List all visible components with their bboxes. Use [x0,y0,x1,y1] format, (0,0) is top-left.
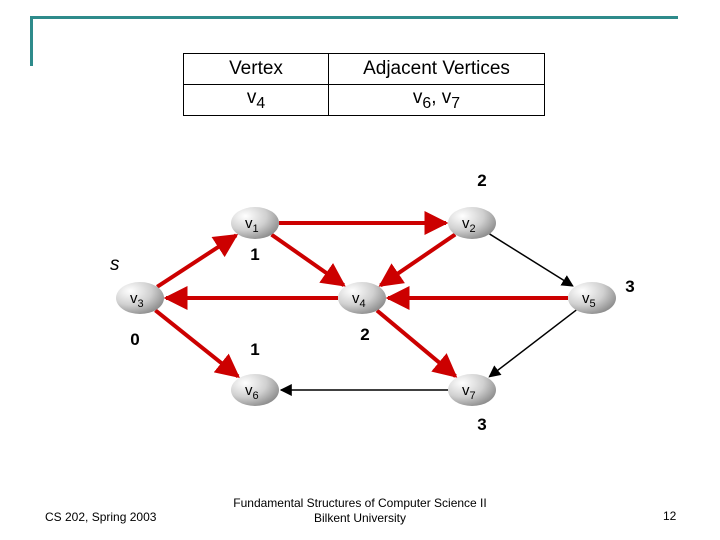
footer-title: Fundamental Structures of Computer Scien… [200,496,520,526]
node-v7-label: v7 [462,382,476,402]
cell-adj-2-sub: 7 [451,94,461,112]
nodes-layer: v1 v2 v3 v4 v5 v6 v7 [116,207,616,406]
table-header-row: Vertex Adjacent Vertices [183,53,545,85]
labels-layer: s 2 1 3 0 1 2 3 [110,171,635,434]
edge-v3-v6 [154,308,240,379]
header-vertex: Vertex [183,53,329,85]
node-v1: v1 [231,207,279,239]
distance-label-v3: 0 [130,330,139,349]
node-v4-label: v4 [352,290,366,310]
node-v1-label: v1 [245,215,259,235]
footer-course: CS 202, Spring 2003 [45,510,157,524]
node-v6-shape [231,374,279,406]
frame-left-line [30,16,33,66]
node-v5: v5 [568,282,616,314]
distance-label-v7: 3 [477,415,486,434]
edge-v2-v5 [489,233,574,287]
edge-v2-v4 [378,232,457,288]
edge-v4-v7 [375,308,458,378]
node-v7: v7 [448,374,496,406]
source-label: s [110,254,120,275]
cell-adjacent: v6, v7 [328,84,545,116]
node-v2-shape [448,207,496,239]
cell-adj-2-base: v [441,87,452,109]
distance-label-v1: 1 [250,245,259,264]
node-v3-shape [116,282,164,314]
table-row: v4 v6, v7 [183,84,545,116]
node-v3: v3 [116,282,164,314]
header-adjacent-vertices: Adjacent Vertices [328,53,545,85]
node-v6-label: v6 [245,382,259,402]
node-v3-label: v3 [130,290,144,310]
cell-adj-1-sub: 6 [422,94,432,112]
node-v1-shape [231,207,279,239]
node-v4: v4 [338,282,386,314]
distance-label-v5: 3 [625,277,634,296]
cell-adj-1-base: v [412,87,423,109]
edge-v5-v7 [488,309,577,378]
edge-v3-v1 [156,233,239,289]
node-v2-label: v2 [462,215,476,235]
page-number: 12 [663,509,677,523]
frame-top-line [30,16,678,19]
distance-label-v4: 2 [360,325,369,344]
node-v5-shape [568,282,616,314]
cell-vertex-sub: 4 [256,94,266,112]
footer-title-line2: Bilkent University [313,511,407,525]
distance-label-v2: 2 [477,171,486,190]
edge-v1-v4 [270,232,346,287]
cell-vertex-base: v [246,87,257,109]
distance-label-v6: 1 [250,340,259,359]
edges-layer [154,211,577,396]
cell-vertex: v4 [183,84,329,116]
node-v5-label: v5 [582,290,596,310]
node-v2: v2 [448,207,496,239]
node-v4-shape [338,282,386,314]
adjacency-table: Vertex Adjacent Vertices v4 v6, v7 [183,53,545,116]
footer-title-line1: Fundamental Structures of Computer Scien… [233,496,487,510]
node-v7-shape [448,374,496,406]
node-v6: v6 [231,374,279,406]
